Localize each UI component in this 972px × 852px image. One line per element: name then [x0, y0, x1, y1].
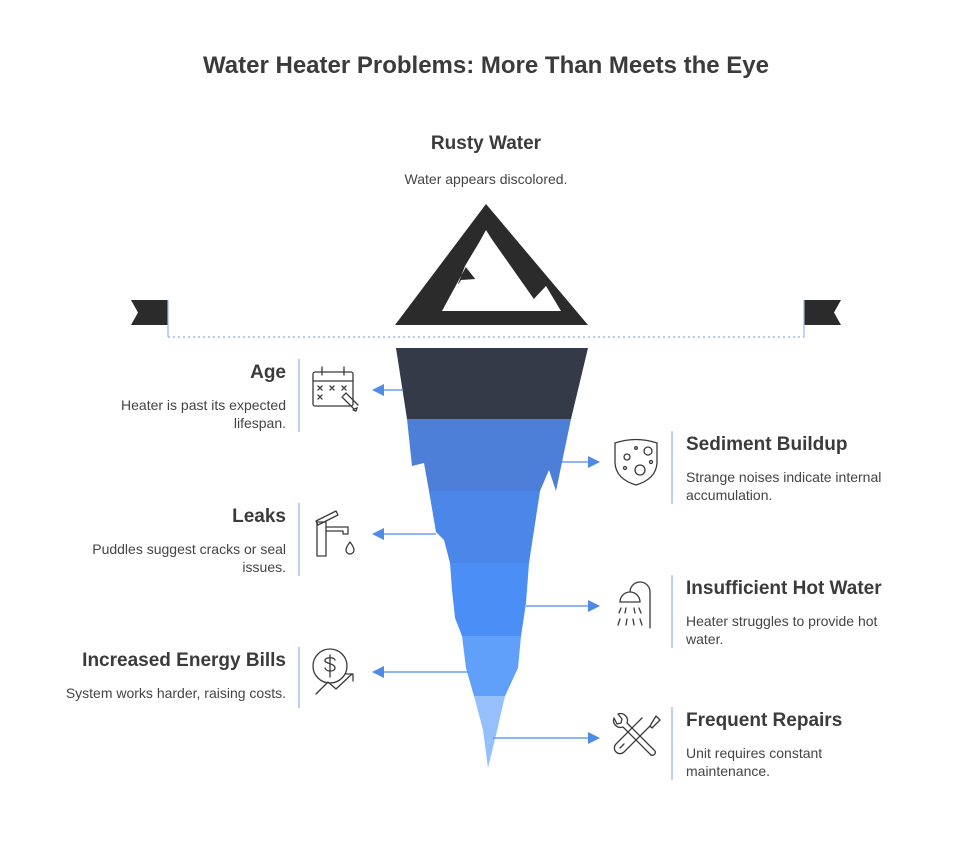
item-description: Heater is past its expected lifespan.: [121, 397, 286, 431]
item-repairs-divider: [671, 707, 673, 780]
item-energy-divider: [298, 647, 300, 708]
item-heading: Increased Energy Bills: [82, 650, 286, 671]
connector-hotwater: [526, 600, 600, 612]
item-sediment-buildup: Sediment Buildup Strange noises indicate…: [686, 434, 916, 504]
connector-leaks: [372, 528, 436, 540]
iceberg-layer-1: [396, 348, 588, 419]
item-description: Heater struggles to provide hot water.: [686, 613, 878, 647]
iceberg-layer-2: [407, 419, 571, 491]
item-heading: Insufficient Hot Water: [686, 578, 882, 599]
connector-repairs: [493, 732, 600, 744]
page-title: Water Heater Problems: More Than Meets t…: [203, 52, 769, 79]
iceberg-layer-3: [429, 491, 540, 563]
dollar-chart-icon: [312, 648, 354, 695]
item-age: Age Heater is past its expected lifespan…: [26, 362, 286, 432]
item-description: Puddles suggest cracks or seal issues.: [92, 541, 286, 575]
iceberg-layer-5: [462, 636, 521, 696]
connector-age: [372, 384, 403, 396]
connector-energy: [372, 666, 468, 678]
tools-icon: [612, 712, 661, 756]
item-heading: Frequent Repairs: [686, 710, 843, 731]
item-heading: Age: [250, 362, 286, 383]
item-description: System works harder, raising costs.: [65, 685, 286, 701]
iceberg-layer-6: [474, 696, 505, 768]
item-heading: Leaks: [232, 506, 286, 527]
iceberg-tip: [395, 204, 588, 325]
waterline-flag-right: [804, 300, 841, 325]
item-frequent-repairs: Frequent Repairs Unit requires constant …: [686, 710, 916, 780]
item-leaks: Leaks Puddles suggest cracks or seal iss…: [26, 506, 286, 576]
tip-description: Water appears discolored.: [404, 171, 568, 187]
calendar-icon: [312, 366, 359, 412]
item-energy-bills: Increased Energy Bills System works hard…: [26, 650, 286, 702]
shower-icon: [617, 581, 651, 629]
item-leaks-divider: [298, 503, 300, 576]
item-insufficient-hot-water: Insufficient Hot Water Heater struggles …: [686, 578, 916, 648]
faucet-icon: [315, 510, 355, 557]
item-age-divider: [298, 359, 300, 432]
iceberg-layer-4: [450, 563, 529, 636]
waterline-flag-left: [131, 300, 168, 325]
connector-sediment: [562, 456, 600, 468]
sediment-icon: [614, 438, 658, 486]
item-hotwater-divider: [671, 575, 673, 648]
item-description: Strange noises indicate internal accumul…: [686, 469, 882, 503]
item-sediment-divider: [671, 431, 673, 504]
item-heading: Sediment Buildup: [686, 434, 848, 455]
item-description: Unit requires constant maintenance.: [686, 745, 823, 779]
iceberg-tip-shine: [443, 231, 560, 311]
tip-heading: Rusty Water: [430, 133, 542, 154]
